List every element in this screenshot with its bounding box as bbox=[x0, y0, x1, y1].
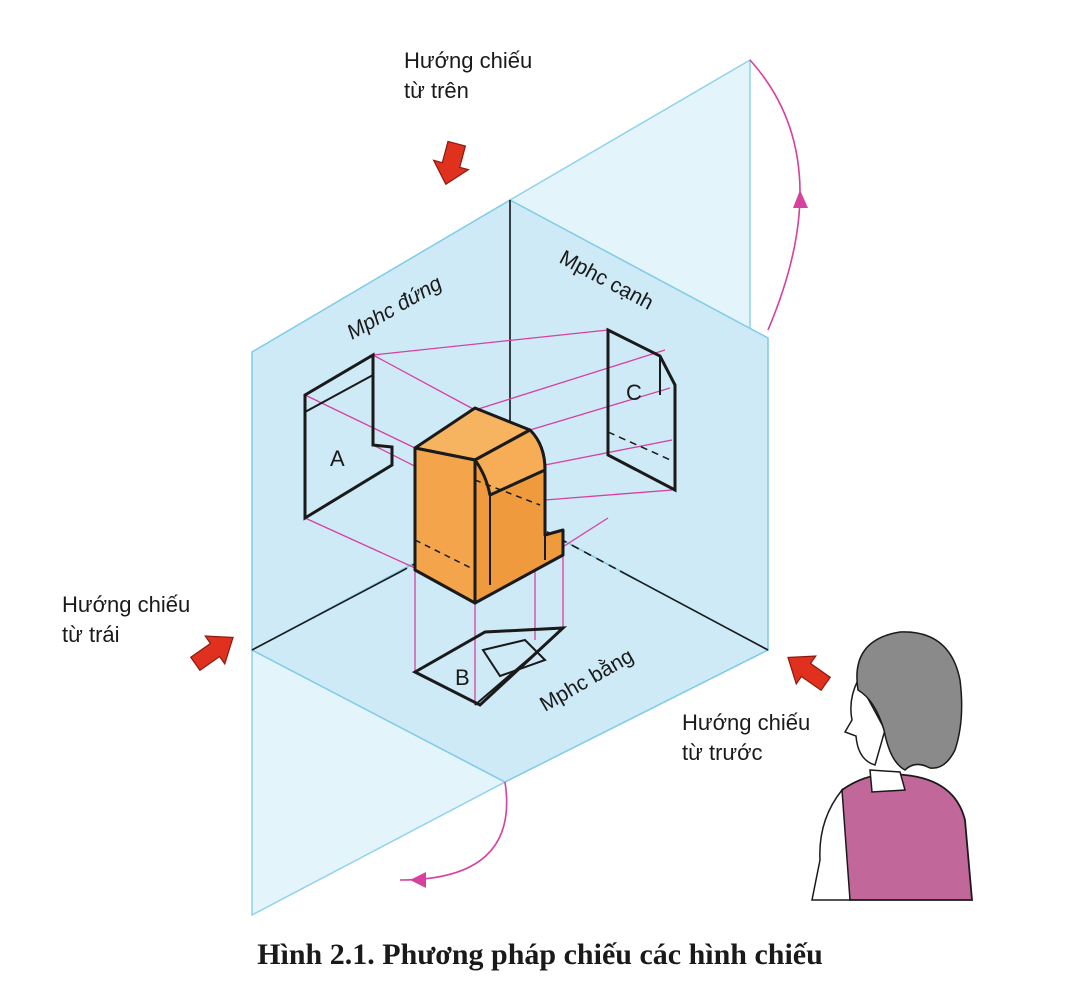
object-curve-face bbox=[473, 428, 547, 497]
front-direction-label: Hướng chiếu từ trước bbox=[682, 710, 816, 765]
top-direction-label: Hướng chiếu từ trên bbox=[404, 48, 538, 103]
fold-arrowhead-horizontal bbox=[410, 872, 426, 888]
view-b bbox=[411, 626, 568, 707]
object-hidden-lines bbox=[414, 479, 541, 571]
fold-arrowhead-side bbox=[793, 190, 808, 208]
observer-person bbox=[811, 631, 973, 901]
figure-caption: Hình 2.1. Phương pháp chiếu các hình chi… bbox=[257, 938, 823, 971]
fold-arc-side bbox=[749, 59, 801, 331]
top-arrow bbox=[432, 140, 470, 186]
view-c-label: C bbox=[626, 380, 642, 405]
person-shirt bbox=[841, 773, 973, 901]
left-arrow bbox=[189, 635, 234, 672]
person-back bbox=[811, 788, 851, 901]
view-c bbox=[606, 327, 677, 493]
front-arrow bbox=[787, 655, 832, 692]
view-a bbox=[303, 352, 394, 521]
person-hair bbox=[856, 631, 963, 771]
left-direction-label: Hướng chiếu từ trái bbox=[62, 592, 196, 647]
person-collar bbox=[869, 769, 906, 793]
person-face bbox=[843, 678, 886, 766]
object-3d bbox=[413, 406, 565, 605]
view-a-label: A bbox=[330, 446, 345, 471]
fold-arc-horizontal bbox=[399, 781, 508, 881]
view-b-label: B bbox=[455, 665, 470, 690]
